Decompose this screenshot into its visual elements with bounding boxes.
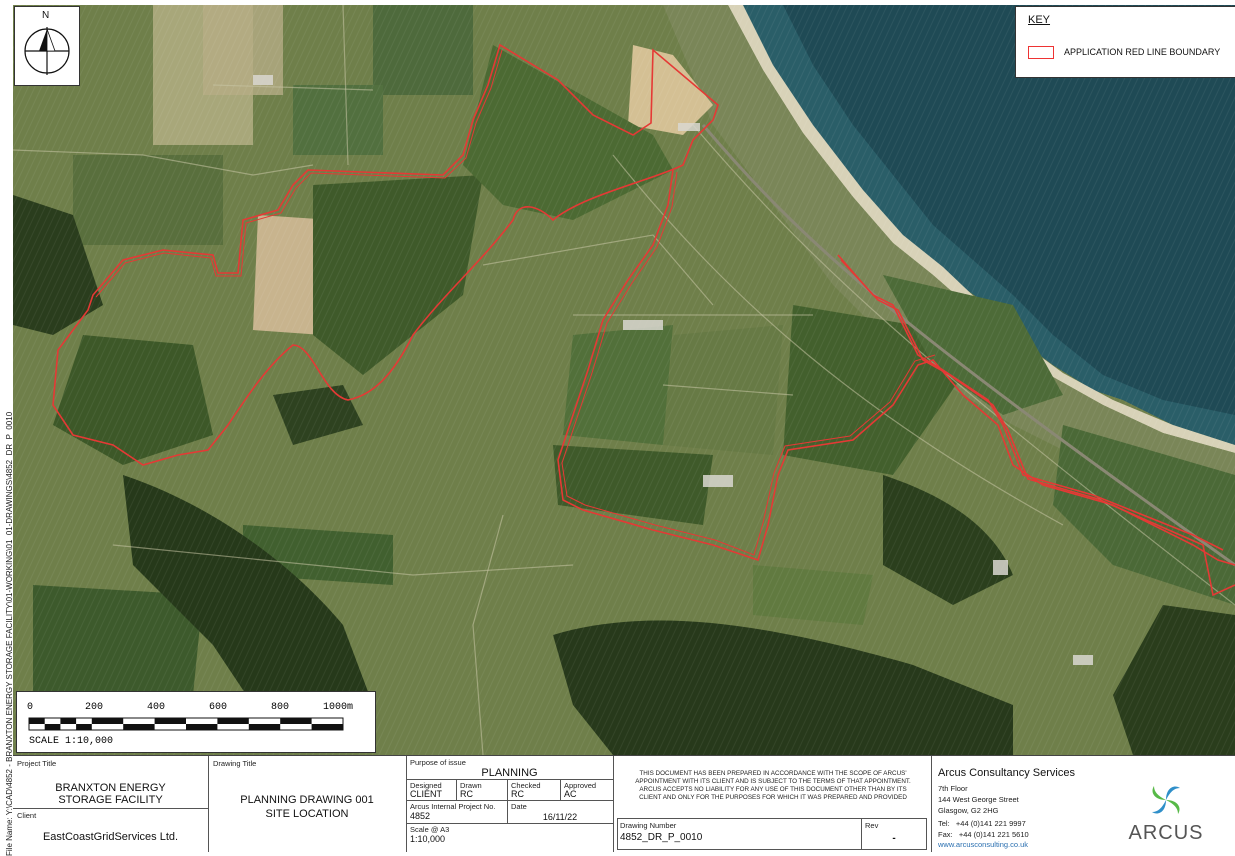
scale-tick-400: 400 <box>147 702 166 713</box>
scale-bar: 0 200 400 600 800 1000m SCALE 1:10,000 <box>16 691 376 753</box>
north-label: N <box>42 10 50 21</box>
scale-caption: Scale @ A3 <box>410 825 450 834</box>
drawing-title-line-2: SITE LOCATION <box>265 808 349 820</box>
disclaimer: THIS DOCUMENT HAS BEEN PREPARED IN ACCOR… <box>635 770 911 801</box>
approved-caption: Approved <box>564 781 597 790</box>
boundary-swatch <box>1028 46 1054 59</box>
designed-value: CLIENT <box>410 789 443 799</box>
map-key: KEY APPLICATION RED LINE BOUNDARY <box>1015 6 1235 78</box>
arcus-logo-icon <box>1152 786 1180 814</box>
drawn-caption: Drawn <box>460 781 482 790</box>
map-imagery <box>13 5 1235 755</box>
file-path-label: File Name: Y:\CAD\4852 - BRANXTON ENERGY… <box>5 411 14 856</box>
north-arrow: N <box>14 6 80 86</box>
scale-label: SCALE 1:10,000 <box>29 736 114 747</box>
scale-tick-0: 0 <box>27 702 34 713</box>
drawing-number-box <box>617 818 927 850</box>
scale-value: 1:10,000 <box>410 834 446 844</box>
drawing-title-line-1: PLANNING DRAWING 001 <box>240 794 374 806</box>
company-address-line-3: Glasgow, G2 2HG <box>938 806 999 815</box>
project-no-value: 4852 <box>410 811 431 821</box>
company-website[interactable]: www.arcusconsulting.co.uk <box>938 840 1029 849</box>
scale-tick-200: 200 <box>85 702 104 713</box>
scale-bar-graphic <box>28 717 344 731</box>
checked-caption: Checked <box>511 781 541 790</box>
drawing-title-caption: Drawing Title <box>213 759 257 768</box>
rev-value: - <box>892 833 896 844</box>
checked-value: RC <box>511 789 524 799</box>
scale-tick-1000: 1000m <box>323 702 354 713</box>
purpose-caption: Purpose of issue <box>410 758 466 767</box>
drawing-number-value: 4852_DR_P_0010 <box>620 832 703 843</box>
rev-caption: Rev <box>865 821 879 830</box>
project-title-line-2: STORAGE FACILITY <box>58 794 163 806</box>
project-no-caption: Arcus Internal Project No. <box>410 802 496 811</box>
scale-tick-600: 600 <box>209 702 228 713</box>
key-item-label: APPLICATION RED LINE BOUNDARY <box>1064 47 1221 57</box>
company-address-line-1: 7th Floor <box>938 784 968 793</box>
client-name: EastCoastGridServices Ltd. <box>42 831 179 843</box>
date-caption: Date <box>511 802 527 811</box>
approved-value: AC <box>564 789 577 799</box>
title-block: Project Title BRANXTON ENERGY STORAGE FA… <box>13 755 1235 852</box>
company-fax: Fax: +44 (0)141 221 5610 <box>938 830 1029 839</box>
date-value: 16/11/22 <box>542 812 578 822</box>
railway-line <box>701 124 1235 567</box>
drawn-value: RC <box>460 789 473 799</box>
aerial-map[interactable] <box>13 5 1235 755</box>
project-title-caption: Project Title <box>17 759 57 768</box>
arcus-logo-text: ARCUS <box>1128 822 1204 844</box>
client-caption: Client <box>17 811 37 820</box>
purpose-value: PLANNING <box>481 767 538 779</box>
scale-tick-800: 800 <box>271 702 290 713</box>
drawing-number-caption: Drawing Number <box>620 821 677 830</box>
company-tel: Tel: +44 (0)141 221 9997 <box>938 819 1026 828</box>
application-boundary <box>52 43 1235 597</box>
project-title-line-1: BRANXTON ENERGY <box>55 782 166 794</box>
company-address-line-2: 144 West George Street <box>938 795 1019 804</box>
company-name: Arcus Consultancy Services <box>938 767 1075 779</box>
north-arrow-icon <box>24 27 70 75</box>
key-title: KEY <box>1028 14 1051 26</box>
designed-caption: Designed <box>410 781 442 790</box>
